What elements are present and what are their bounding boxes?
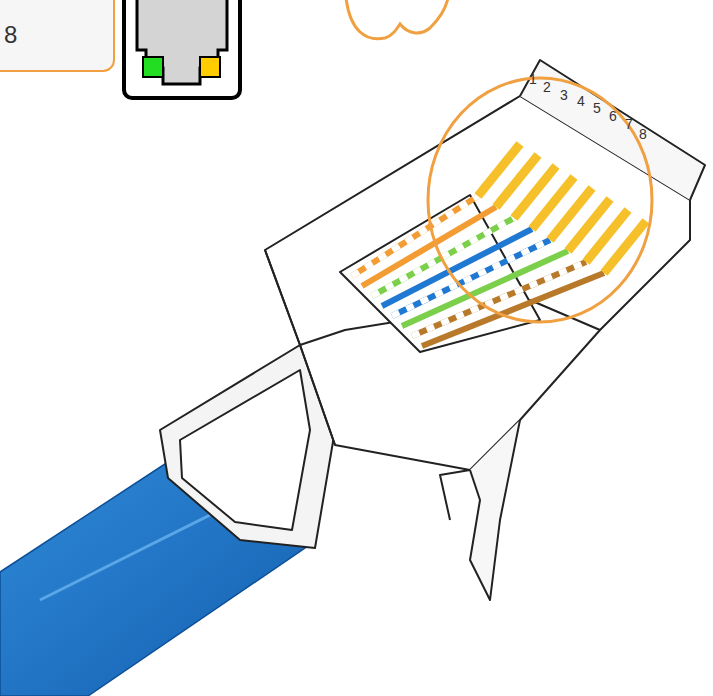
yellow-led bbox=[200, 57, 220, 77]
pin-number: 7 bbox=[625, 117, 633, 132]
wire-stripe bbox=[412, 262, 586, 336]
rj45-plug bbox=[160, 60, 705, 600]
wire bbox=[412, 262, 586, 336]
pin-number: 8 bbox=[639, 127, 647, 142]
callout-box: 8 bbox=[0, 0, 115, 72]
pin-number: 4 bbox=[577, 94, 585, 109]
wire-group bbox=[352, 144, 646, 346]
bubble-tail bbox=[346, 0, 448, 39]
wire bbox=[402, 251, 568, 326]
jack-outline bbox=[124, 0, 240, 98]
box-number: 8 bbox=[4, 22, 17, 48]
jack-icon bbox=[124, 0, 240, 98]
green-led bbox=[143, 57, 163, 77]
wire bbox=[422, 273, 604, 346]
gold-contact bbox=[604, 221, 646, 273]
pin-number: 5 bbox=[593, 101, 601, 116]
pin-number: 6 bbox=[609, 109, 617, 124]
pin-number: 2 bbox=[543, 80, 551, 95]
pin-number: 1 bbox=[529, 72, 537, 87]
highlight-circle bbox=[428, 78, 652, 322]
jack-opening bbox=[137, 0, 227, 84]
pin-number: 3 bbox=[560, 88, 568, 103]
